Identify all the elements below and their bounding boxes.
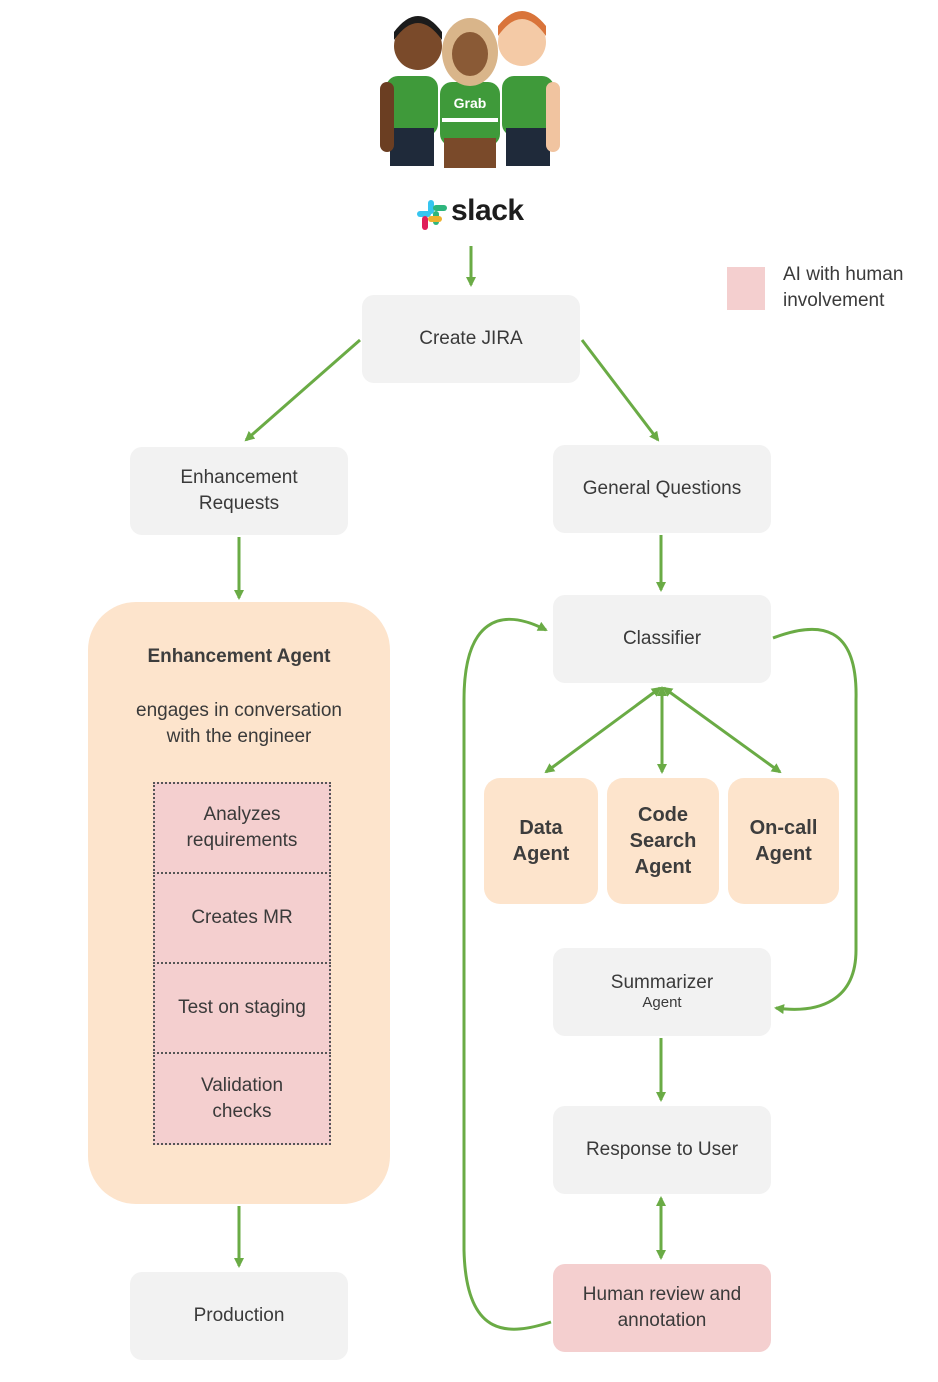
node-oncall-agent: On-call Agent (728, 778, 839, 904)
slack-wordmark: slack (451, 194, 524, 227)
arrow-classifier-oncall (662, 686, 782, 774)
enhancement-agent-description: engages in conversation with the enginee… (136, 700, 342, 747)
summarizer-title: Summarizer (610, 972, 714, 993)
node-create-jira: Create JIRA (362, 295, 580, 383)
slack-icon (417, 200, 447, 230)
step-analyzes-requirements: Analyzes requirements (153, 782, 331, 874)
node-production: Production (130, 1272, 348, 1360)
step-validation-checks: Validation checks (153, 1052, 331, 1145)
summarizer-subtitle: Agent (642, 994, 682, 1011)
shirt-stripe (442, 118, 498, 122)
arrow-jira-to-general (580, 339, 660, 442)
grab-team-illustration: Grab (380, 11, 560, 168)
step-test-on-staging: Test on staging (153, 962, 331, 1054)
node-summarizer-agent: Summarizer Agent (553, 948, 771, 1036)
node-code-search-agent: Code Search Agent (607, 778, 719, 904)
node-classifier: Classifier (553, 595, 771, 683)
legend-label: AI with human involvement (783, 264, 904, 311)
arrow-classifier-to-summarizer (772, 627, 858, 1015)
step-creates-mr: Creates MR (153, 872, 331, 964)
arrow-jira-to-enhancement (244, 338, 361, 442)
enhancement-agent-title: Enhancement Agent (147, 646, 331, 667)
node-human-review: Human review and annotation (553, 1264, 771, 1352)
person-left (380, 16, 442, 166)
legend-swatch (727, 267, 765, 310)
enhancement-steps: Analyzes requirements Creates MR Test on… (153, 782, 331, 1145)
arrow-classifier-data-agent (544, 686, 662, 774)
node-data-agent: Data Agent (484, 778, 598, 904)
node-general-questions: General Questions (553, 445, 771, 533)
node-response-to-user: Response to User (553, 1106, 771, 1194)
grab-logo-text: Grab (454, 95, 487, 111)
arrow-human-to-classifier (462, 617, 552, 1331)
node-enhancement-requests: Enhancement Requests (130, 447, 348, 535)
person-middle (440, 18, 500, 168)
person-right (498, 11, 560, 166)
